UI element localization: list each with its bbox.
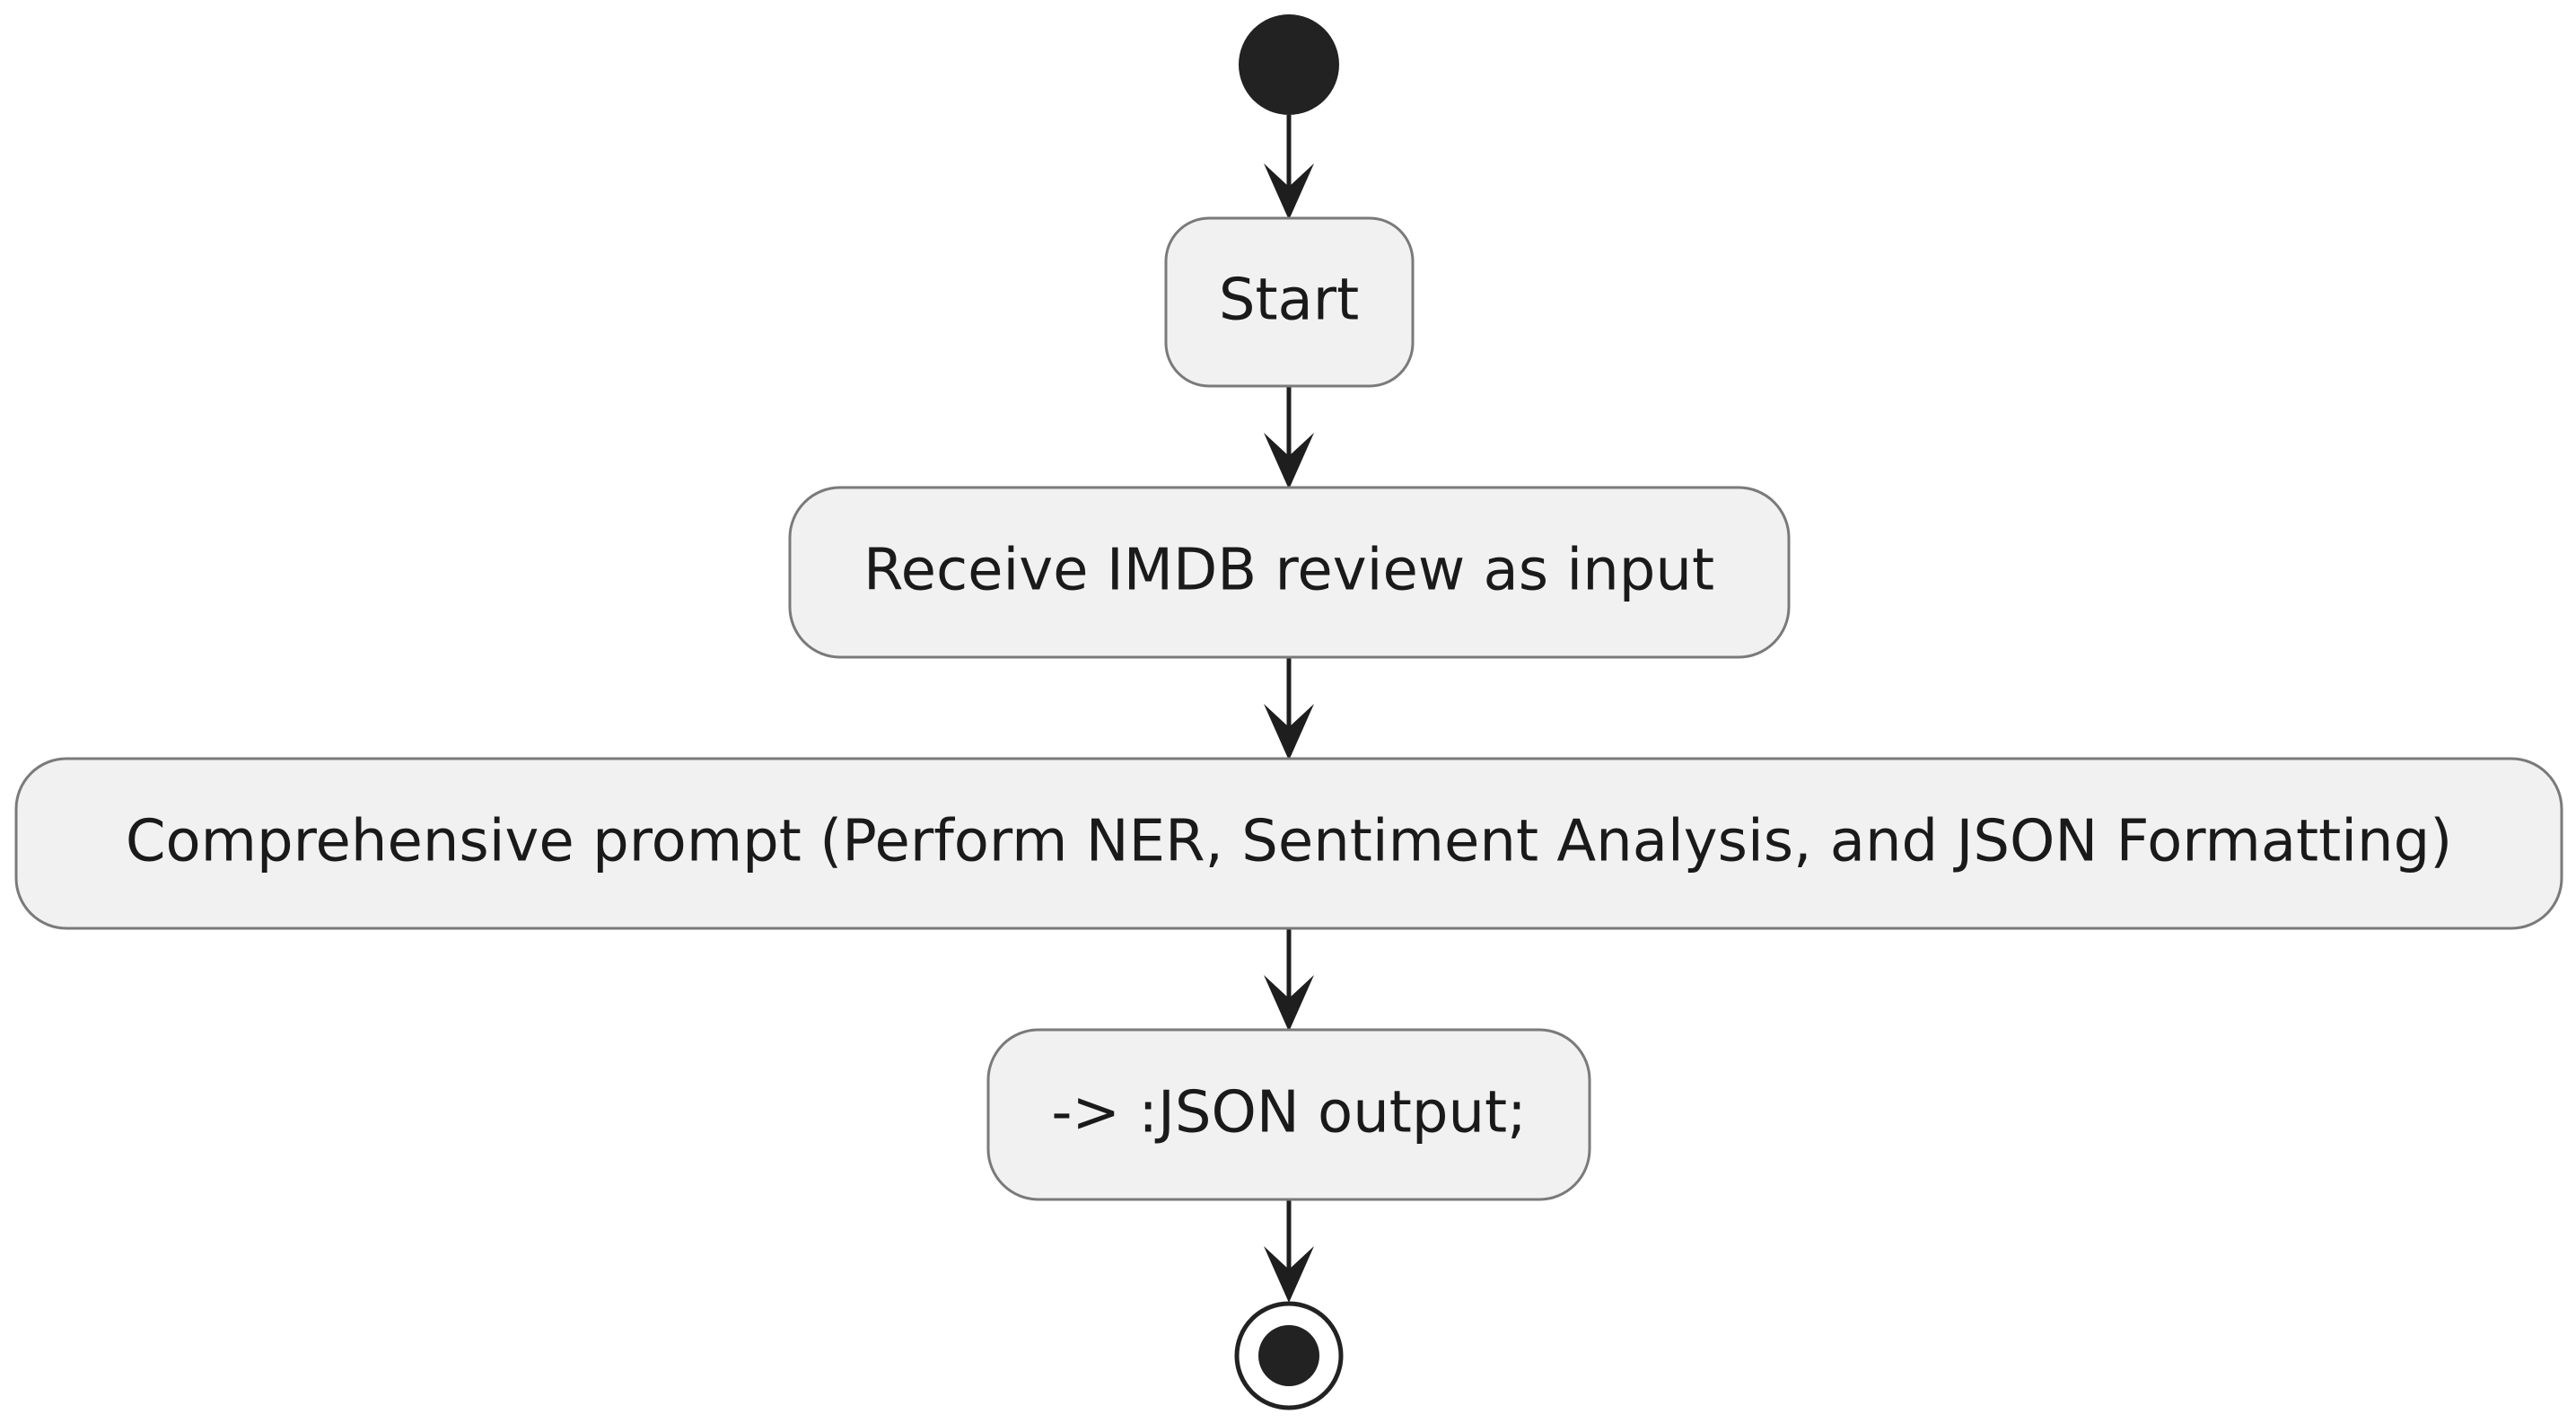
edge-output-to-final xyxy=(1264,1199,1314,1303)
node-start-label: Start xyxy=(1219,268,1359,334)
edge-receive-to-prompt xyxy=(1264,657,1314,760)
edge-initial-to-start xyxy=(1264,115,1314,220)
node-receive-review: Receive IMDB review as input xyxy=(788,486,1791,659)
node-comprehensive-prompt-label: Comprehensive prompt (Perform NER, Senti… xyxy=(126,809,2452,875)
node-receive-review-label: Receive IMDB review as input xyxy=(863,538,1714,604)
node-start: Start xyxy=(1164,216,1415,388)
node-json-output-label: -> :JSON output; xyxy=(1051,1080,1526,1146)
edge-start-to-receive xyxy=(1264,386,1314,489)
edge-prompt-to-output xyxy=(1264,928,1314,1032)
initial-node xyxy=(1239,14,1339,115)
node-json-output: -> :JSON output; xyxy=(986,1028,1591,1201)
final-node xyxy=(1234,1301,1344,1410)
node-comprehensive-prompt: Comprehensive prompt (Perform NER, Senti… xyxy=(14,757,2563,930)
